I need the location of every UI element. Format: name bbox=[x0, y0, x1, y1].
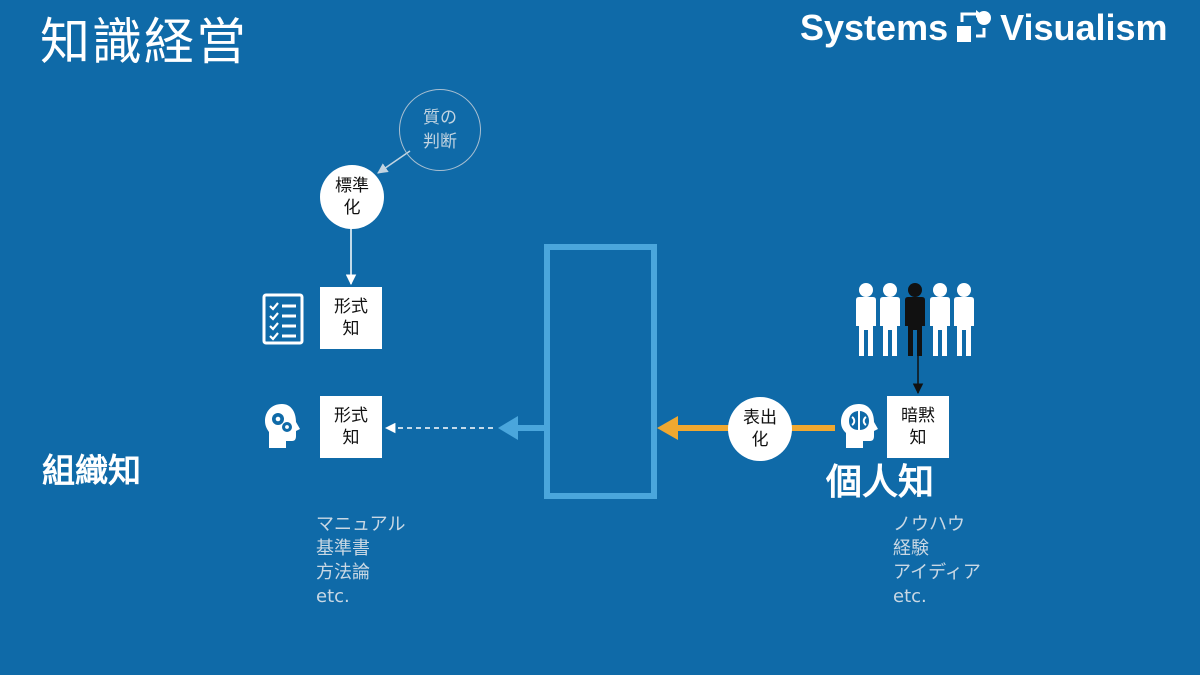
list-item: 方法論 bbox=[316, 562, 370, 583]
explicit-knowledge-box-bottom: 形式 知 bbox=[320, 396, 382, 458]
list-item: 基準書 bbox=[316, 538, 370, 559]
list-item: ノウハウ bbox=[893, 514, 965, 535]
checklist-icon bbox=[262, 293, 304, 345]
logo-text-right: Visualism bbox=[1000, 7, 1168, 48]
list-item: etc. bbox=[316, 586, 350, 607]
quality-judgment-node: 質の 判断 bbox=[399, 89, 481, 171]
standardization-node: 標準 化 bbox=[320, 165, 384, 229]
explicit-knowledge-box-top: 形式 知 bbox=[320, 287, 382, 349]
systems-visualism-logo-icon bbox=[957, 10, 992, 42]
org-examples-list: マニュアル 基準書 方法論 etc. bbox=[316, 513, 405, 609]
page-title: 知識経営 bbox=[40, 13, 248, 71]
transformation-frame bbox=[544, 244, 657, 499]
quality-to-standardization-arrow bbox=[377, 150, 411, 174]
externalization-node: 表出 化 bbox=[728, 397, 792, 461]
tacit-knowledge-box: 暗黙 知 bbox=[887, 396, 949, 458]
head-gears-icon bbox=[265, 404, 300, 448]
list-item: マニュアル bbox=[316, 514, 406, 535]
list-item: アイディア bbox=[893, 562, 981, 583]
brand-logo: Systems Visualism bbox=[800, 7, 1168, 48]
head-brain-icon bbox=[841, 404, 878, 448]
organizational-knowledge-label: 組織知 bbox=[42, 451, 141, 490]
people-group-icon bbox=[856, 283, 974, 356]
list-item: 経験 bbox=[893, 538, 929, 559]
frame-output-arrowhead bbox=[498, 416, 518, 440]
indiv-examples-list: ノウハウ 経験 アイディア etc. bbox=[893, 513, 981, 609]
externalization-arrowhead bbox=[657, 416, 678, 440]
list-item: etc. bbox=[893, 586, 927, 607]
individual-knowledge-label: 個人知 bbox=[826, 462, 935, 503]
logo-text-left: Systems bbox=[800, 7, 949, 48]
